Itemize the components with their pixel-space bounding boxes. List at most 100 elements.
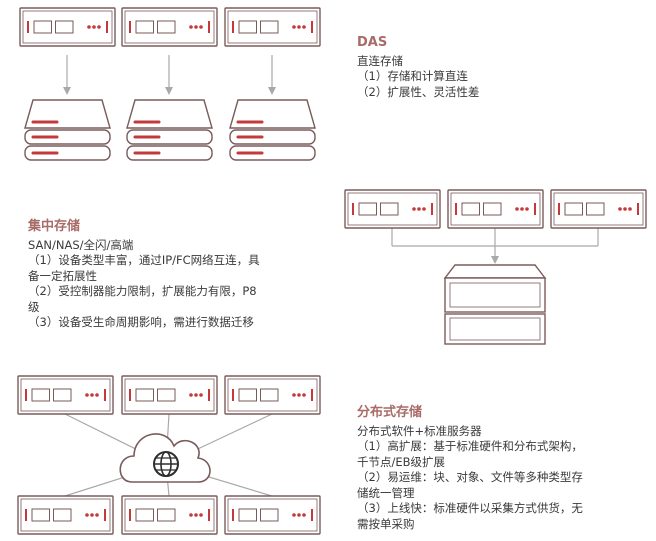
array-bezel	[449, 317, 541, 341]
server-led	[85, 513, 89, 517]
das-subtitle: 直连存储	[357, 53, 403, 68]
array-top	[443, 264, 547, 279]
server-bezel	[22, 10, 113, 44]
server-led	[520, 207, 524, 211]
distributed-point-2b: 储统一管理	[357, 485, 415, 500]
server-led	[199, 393, 203, 397]
server-bezel	[124, 10, 215, 44]
server-bezel	[124, 378, 215, 412]
server-led	[194, 513, 198, 517]
distributed-server	[224, 495, 321, 535]
server-bay	[238, 508, 257, 522]
central-arrow-head	[491, 256, 499, 264]
server-led	[189, 513, 193, 517]
server-bay	[53, 388, 72, 402]
server-led	[189, 25, 193, 29]
server-bay	[238, 20, 257, 34]
server-bezel	[227, 498, 318, 532]
distributed-point-3a: （3）上线快：标准硬件以采集方式供货，无	[357, 501, 583, 516]
das-disk-stack	[229, 99, 316, 161]
server-bay	[260, 508, 279, 522]
server-bezel	[20, 498, 111, 532]
disk-tray	[229, 129, 316, 145]
array-shelf	[444, 313, 546, 345]
server-led	[292, 513, 296, 517]
server-led	[618, 207, 622, 211]
server-bezel	[227, 378, 318, 412]
central-server	[550, 189, 647, 229]
server-led	[87, 25, 91, 29]
server-led	[189, 393, 193, 397]
server-bay	[564, 202, 583, 216]
server-led	[90, 393, 94, 397]
server-bay	[135, 508, 154, 522]
server-bezel	[227, 10, 318, 44]
server-bezel	[124, 498, 215, 532]
server-led	[292, 393, 296, 397]
server-led	[525, 207, 529, 211]
disk-tray	[229, 145, 316, 161]
server-led	[292, 25, 296, 29]
server-led	[92, 25, 96, 29]
server-led	[199, 513, 203, 517]
server-led	[302, 25, 306, 29]
distributed-server	[121, 495, 218, 535]
disk-tray	[24, 129, 111, 145]
server-bezel	[347, 192, 438, 226]
distributed-server	[17, 375, 114, 415]
server-led	[297, 25, 301, 29]
centralized-point-1b: 备一定拓展性	[28, 268, 97, 283]
das-server	[19, 7, 116, 47]
server-bay	[260, 20, 279, 34]
server-bay	[31, 508, 50, 522]
server-bay	[358, 202, 377, 216]
distributed-point-3b: 需按单采购	[357, 516, 415, 531]
server-bay	[238, 388, 257, 402]
central-server	[447, 189, 544, 229]
disk-tray	[126, 129, 213, 145]
server-bay	[461, 202, 480, 216]
das-arrow-head	[165, 87, 173, 95]
server-bay	[157, 508, 176, 522]
das-server	[224, 7, 321, 47]
server-bay	[135, 388, 154, 402]
distributed-server	[17, 495, 114, 535]
server-bay	[586, 202, 605, 216]
central-server	[344, 189, 441, 229]
server-bay	[55, 20, 74, 34]
server-bay	[157, 20, 176, 34]
server-led	[90, 513, 94, 517]
das-point-1: （1）存储和计算直连	[357, 69, 468, 84]
server-led	[95, 513, 99, 517]
server-led	[302, 393, 306, 397]
das-description: DAS 直连存储 （1）存储和计算直连 （2）扩展性、灵活性差	[357, 34, 647, 100]
distributed-title: 分布式存储	[357, 405, 423, 420]
server-bay	[260, 388, 279, 402]
distributed-point-2a: （2）易运维：块、对象、文件等多种类型存	[357, 470, 583, 485]
das-title: DAS	[357, 35, 388, 50]
server-led	[515, 207, 519, 211]
server-bay	[483, 202, 502, 216]
disk-top	[126, 99, 213, 129]
server-led	[628, 207, 632, 211]
distributed-point-1b: 千节点/EB级扩展	[357, 454, 446, 469]
das-disk-stack	[126, 99, 213, 161]
server-led	[199, 25, 203, 29]
das-arrow-head	[63, 87, 71, 95]
server-bezel	[450, 192, 541, 226]
array-controller	[444, 277, 546, 313]
server-bay	[31, 388, 50, 402]
distributed-server	[224, 375, 321, 415]
centralized-title: 集中存储	[28, 219, 81, 234]
server-bay	[157, 388, 176, 402]
distributed-server	[121, 375, 218, 415]
server-bezel	[20, 378, 111, 412]
server-led	[417, 207, 421, 211]
disk-tray	[126, 145, 213, 161]
server-led	[95, 393, 99, 397]
server-bay	[135, 20, 154, 34]
disk-top	[24, 99, 111, 129]
devices	[17, 7, 647, 535]
server-led	[422, 207, 426, 211]
